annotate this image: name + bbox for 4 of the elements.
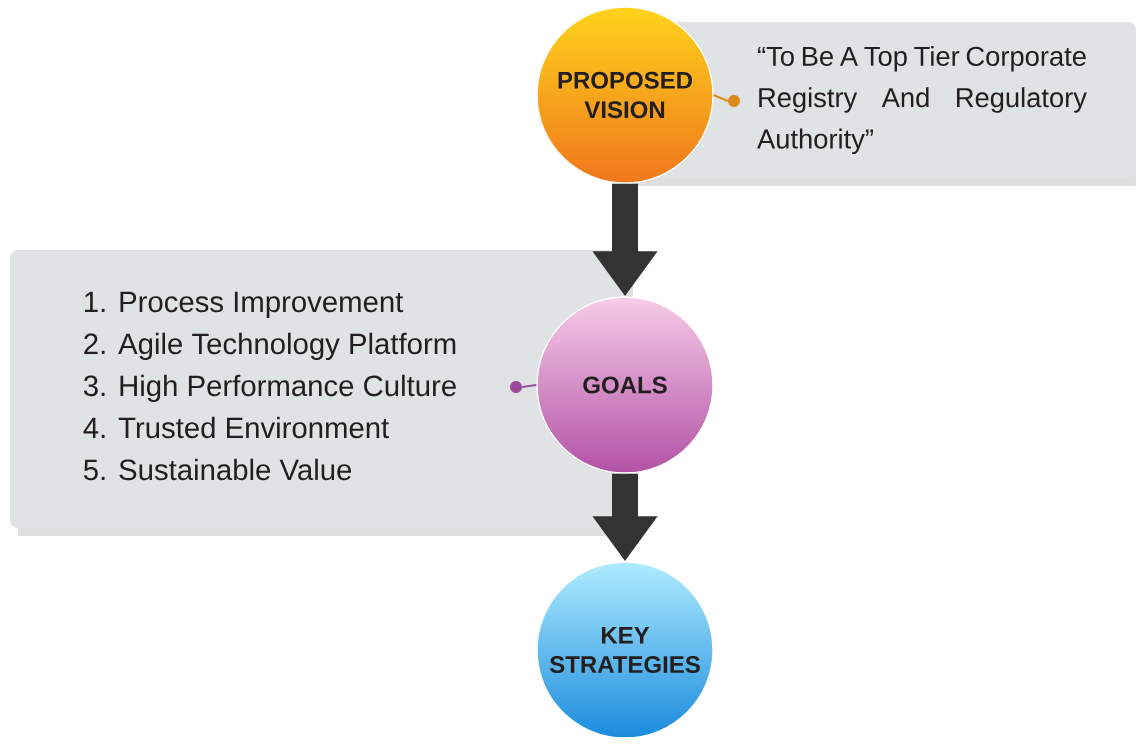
connector-line — [521, 384, 538, 388]
goals-list: 1. Process Improvement 2. Agile Technology Platform 3. High Performance Culture 4. Trusted Environment 5. Sustainable Value — [83, 291, 456, 481]
quote-text: “To Be A Top Tier Corporate Registry And Regulatory Authority” — [757, 45, 1087, 155]
connector-line — [712, 94, 729, 102]
